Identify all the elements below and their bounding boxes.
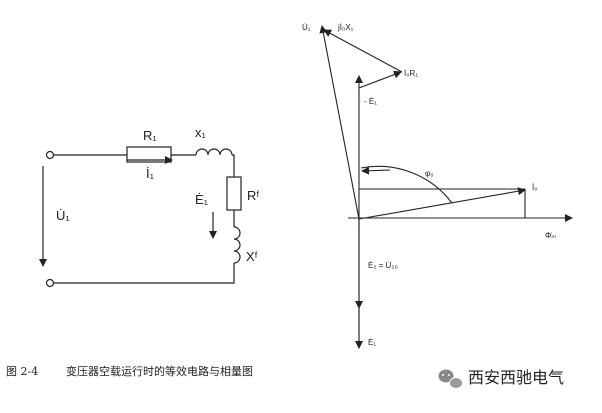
xf-label: Xᶠ: [246, 249, 258, 264]
e1-label: Ė₁: [195, 192, 209, 207]
x1-label: x₁: [195, 125, 207, 140]
i1-label: İ₁: [146, 166, 155, 181]
wechat-icon: [438, 369, 463, 389]
angle-arc: [360, 165, 453, 204]
jixl-label: jİ₀X₁: [337, 23, 354, 32]
right-wire-lower: [54, 263, 235, 284]
caption-number: 图 2-4: [6, 365, 38, 378]
input-terminal-top: [45, 150, 55, 160]
ir1-phasor: [358, 70, 402, 89]
input-terminal-bottom: [45, 278, 55, 288]
rf-resistor: [226, 176, 242, 211]
watermark-text: 西安西驰电气: [468, 368, 564, 387]
phasor-diagram: [319, 25, 573, 349]
ir1-label: İ₀R₁: [404, 69, 418, 78]
phasor-u1-label: U̇₁: [302, 23, 311, 32]
u1-label: U̇₁: [56, 208, 70, 223]
caption-text: 变压器空载运行时的等效电路与相量图: [66, 364, 253, 378]
r1-label: R₁: [143, 128, 157, 143]
phi-m-label: Φ̇ₘ: [545, 231, 556, 240]
neg-e1-label: - Ė₁: [364, 97, 377, 106]
phasor-e1-label: Ė₁: [368, 338, 376, 347]
angle-arc-arrow: [361, 166, 391, 175]
u1-phasor: [319, 25, 360, 220]
xf-inductor: [233, 226, 241, 264]
jixl-phasor: [323, 29, 403, 73]
rf-label: Rᶠ: [247, 188, 259, 203]
e2-u20-label: Ė₂ = U̇₂₀: [368, 261, 398, 270]
angle-label: φ₀: [425, 169, 434, 178]
i0-phasor: [358, 187, 526, 220]
right-wire-upper: [232, 154, 235, 177]
i0-label: İ₀: [532, 183, 538, 192]
x1-inductor: [195, 148, 233, 156]
equivalent-circuit: [39, 146, 242, 288]
